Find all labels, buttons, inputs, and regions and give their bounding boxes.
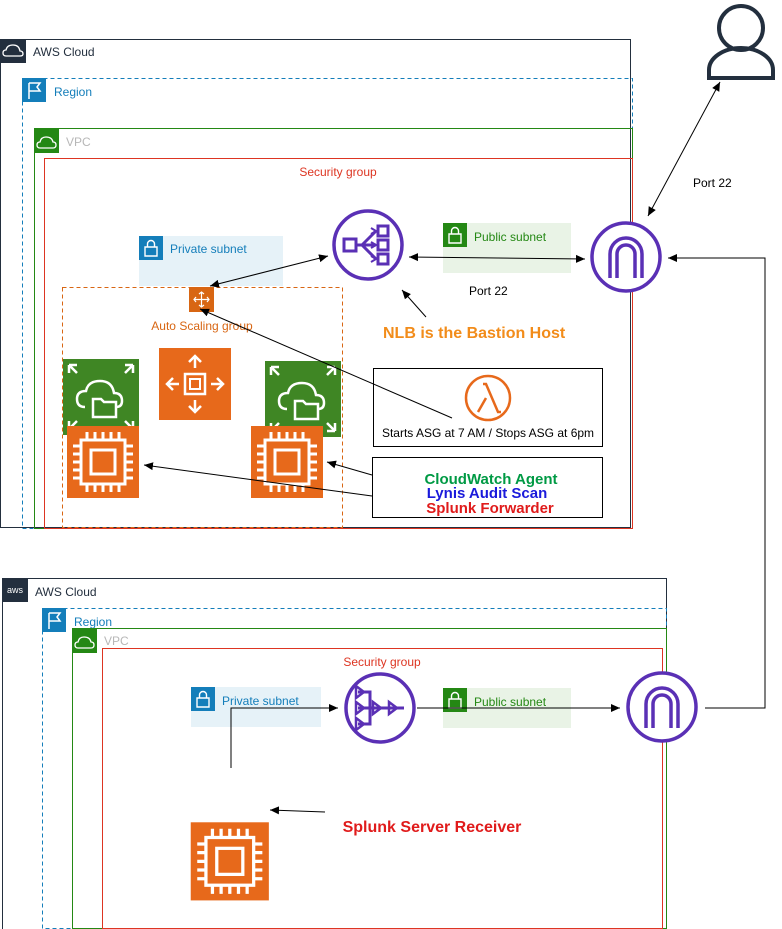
splunk-server-icon [189,820,271,903]
top-security-group: Security group [44,158,633,529]
ec2-instance-icon [249,424,325,500]
asg-icon [193,291,210,308]
aws-logo: aws [7,585,24,595]
cloud-icon [2,44,24,57]
security-group-label: Security group [299,165,377,179]
vpc-label: VPC [104,634,129,648]
load-balancer-icon [332,209,404,281]
cloudwatch-agent-label: CloudWatch Agent [424,471,557,488]
lock-icon [196,690,210,708]
asg-service-icon [159,348,231,420]
bottom-private-subnet: Private subnet [191,687,321,727]
lock-icon [144,239,158,257]
bottom-aws-cloud-group: aws AWS Cloud [2,578,667,929]
splunk-forwarder-label: Splunk Forwarder [426,500,554,517]
private-subnet-label: Private subnet [222,694,299,708]
port-label: Port 22 [469,284,508,298]
region-label: Region [74,615,112,629]
lock-icon [448,226,462,244]
cloud-storage-icon [263,359,343,439]
auto-scaling-group: Auto Scaling group [62,287,343,528]
lambda-icon [464,374,512,422]
vpc-label: VPC [66,135,91,149]
lambda-note: Starts ASG at 7 AM / Stops ASG at 6pm [382,426,594,440]
load-balancer-icon [344,672,416,744]
splunk-receiver-label: Splunk Server Receiver [343,819,522,836]
flag-icon [48,612,62,629]
vpc-icon [74,636,95,649]
bottom-vpc-group: VPC [72,628,667,929]
port-label: Port 22 [693,176,732,190]
internet-gateway-icon [590,221,662,293]
internet-gateway-icon [626,671,698,743]
private-subnet-label: Private subnet [170,242,247,256]
flag-icon [28,82,42,99]
user-icon [707,4,775,80]
region-label: Region [54,85,92,99]
top-public-subnet: Public subnet [443,223,571,273]
lynis-scan-label: Lynis Audit Scan [427,485,548,502]
lambda-glyph [476,382,501,414]
ec2-instance-icon [65,424,141,500]
aws-cloud-label: AWS Cloud [35,585,97,599]
public-subnet-label: Public subnet [474,230,547,244]
top-connectors [143,81,766,709]
top-private-subnet: Private subnet [139,236,283,286]
lambda-box: Starts ASG at 7 AM / Stops ASG at 6pm [373,368,603,447]
public-subnet-label: Public subnet [474,695,547,709]
nlb-note: NLB is the Bastion Host [383,325,566,342]
asg-label: Auto Scaling group [151,319,253,333]
aws-cloud-label: AWS Cloud [33,45,95,59]
cloud-storage-icon [61,357,141,437]
security-group-label: Security group [343,655,421,669]
vpc-icon [36,136,57,149]
bottom-connectors [230,704,620,815]
agents-box: CloudWatch Agent Lynis Audit Scan Splunk… [372,457,603,518]
